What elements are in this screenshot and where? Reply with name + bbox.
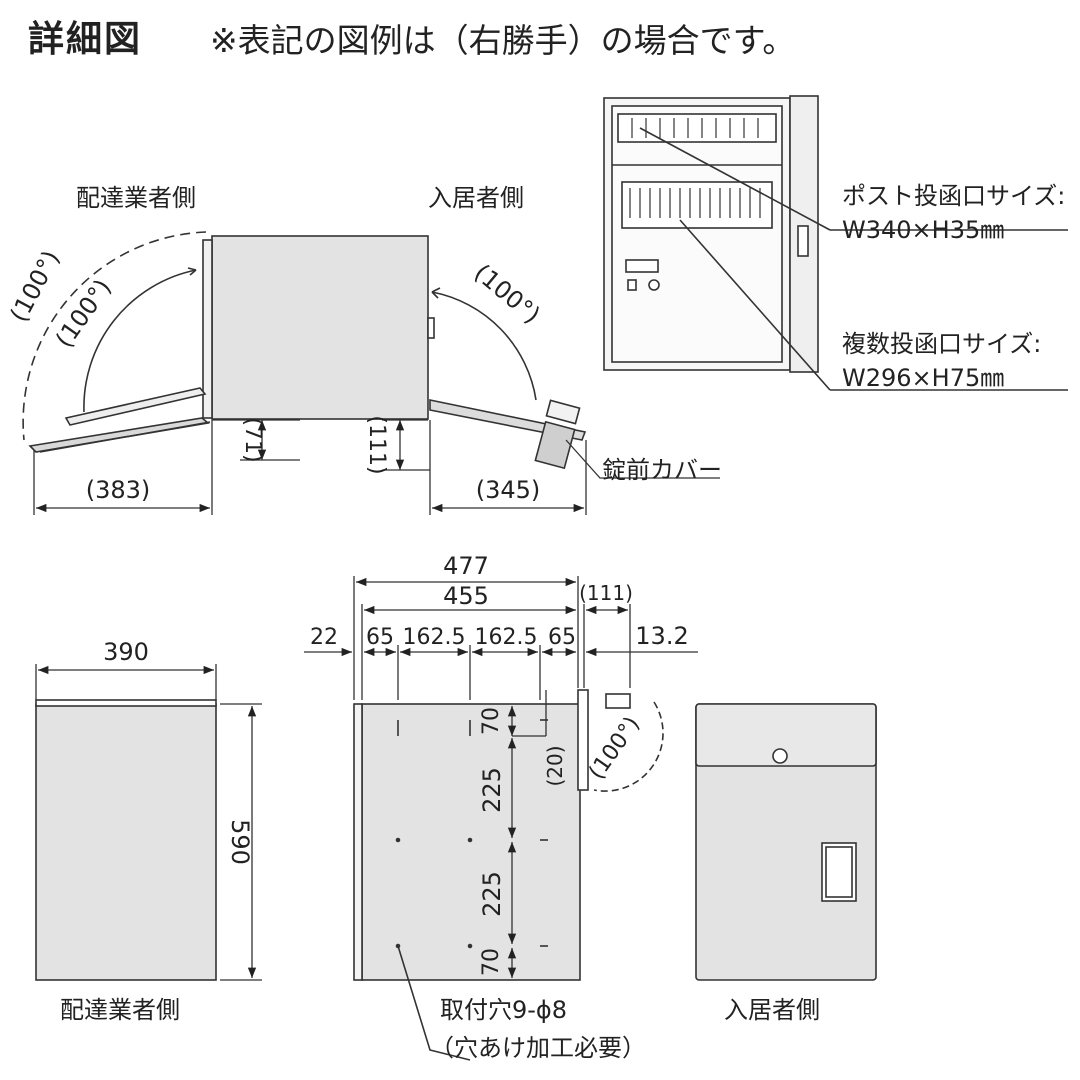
side-view-body [211,235,429,420]
dim-390: 390 [103,638,149,666]
dim-22: 22 [310,625,338,650]
swing-arc-right [431,291,537,401]
label-delivery-side-bottom: 配達業者側 [60,996,180,1024]
label-post-slot-title: ポスト投函口サイズ: [842,182,1066,210]
dim-225a: 225 [478,767,506,813]
dim-70b: 70 [479,948,504,976]
dim-65a: 65 [366,625,394,650]
back-view-dimensions [304,576,698,978]
dim-71: (71) [240,417,265,462]
front-view [695,703,877,981]
page-title: 詳細図 [28,19,143,60]
side-view [22,231,587,470]
post-door [695,703,877,767]
angle-right: (100°) [469,259,546,330]
dim-162-5a: 162.5 [403,625,466,650]
swing-arc-inner [83,269,197,413]
dim-455: 455 [443,582,489,610]
dim-477: 477 [443,552,489,580]
lock-dial [772,748,788,764]
delivery-door-open-inner [64,387,207,426]
side-elevation [35,699,217,981]
dim-590: 590 [226,819,254,865]
delivery-door-open [28,417,210,453]
side-elevation-dimensions [35,664,262,981]
label-resident-side-top: 入居者側 [428,184,524,212]
dim-383: (383) [86,476,151,504]
dim-345: (345) [476,476,541,504]
front-view-open [603,95,1068,391]
angle-bottom: (100°) [584,712,645,784]
label-multi-slot-size: W296×H75㎜ [842,364,1005,392]
label-multi-slot-title: 複数投函口サイズ: [842,330,1042,358]
dim-20: (20) [543,745,567,786]
side-elevation-body [35,703,217,981]
swing-arc-outer [22,231,207,441]
label-mount-holes-note: （穴あけ加工必要） [430,1034,646,1062]
side-view-dimensions [33,419,720,515]
label-delivery-side-top: 配達業者側 [76,184,196,212]
dim-70a: 70 [479,707,504,735]
label-mount-holes: 取付穴9-ϕ8 [440,996,568,1024]
label-post-slot-size: W340×H35㎜ [842,216,1005,244]
control-panel [625,259,659,273]
back-view [353,689,664,1061]
side-view-lock [427,317,435,339]
dim-13-2: 13.2 [635,622,688,650]
handedness-note: ※表記の図例は（右勝手）の場合です。 [210,21,796,60]
dim-111-side: (111) [364,415,389,474]
side-view-front-panel [202,239,213,419]
dim-65b: 65 [548,625,576,650]
label-resident-side-bottom: 入居者側 [724,996,820,1024]
dim-111-top: (111) [579,581,633,605]
lock-cover-part [534,420,576,470]
dim-225b: 225 [478,871,506,917]
multi-slot-panel [621,181,773,229]
post-slot-panel [617,113,777,143]
angle-inner: (100°) [50,274,117,353]
dim-162-5b: 162.5 [475,625,538,650]
label-lock-cover: 錠前カバー [602,456,722,484]
